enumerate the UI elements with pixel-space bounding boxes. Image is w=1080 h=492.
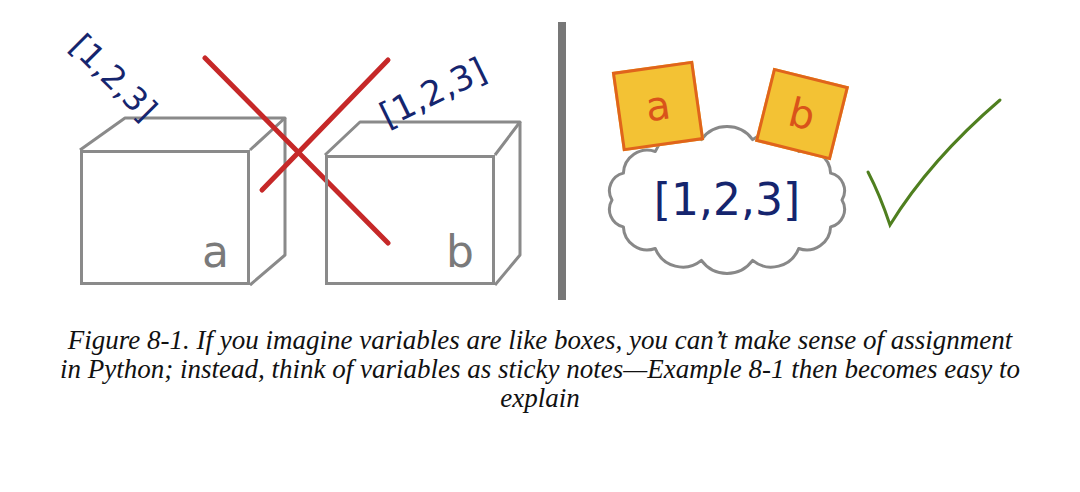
variable-name: b: [446, 230, 474, 274]
box-top: [325, 122, 520, 155]
check-mark: [868, 100, 1000, 225]
variable-name: b: [785, 92, 819, 137]
variable-box: a: [80, 150, 250, 285]
value-label: [1,2,3]: [375, 52, 492, 132]
cloud-shape: [609, 127, 844, 274]
object-value: [1,2,3]: [654, 178, 800, 222]
value-label: [1,2,3]: [65, 29, 163, 127]
variable-name: a: [643, 84, 673, 127]
box-side: [250, 118, 285, 285]
variable-box: b: [325, 155, 495, 285]
divider: [558, 22, 566, 300]
sticky-note: a: [612, 61, 704, 152]
figure-caption: Figure 8-1. If you imagine variables are…: [60, 326, 1020, 413]
box-side: [495, 122, 520, 285]
variable-name: a: [202, 230, 229, 274]
box-top: [80, 118, 285, 150]
